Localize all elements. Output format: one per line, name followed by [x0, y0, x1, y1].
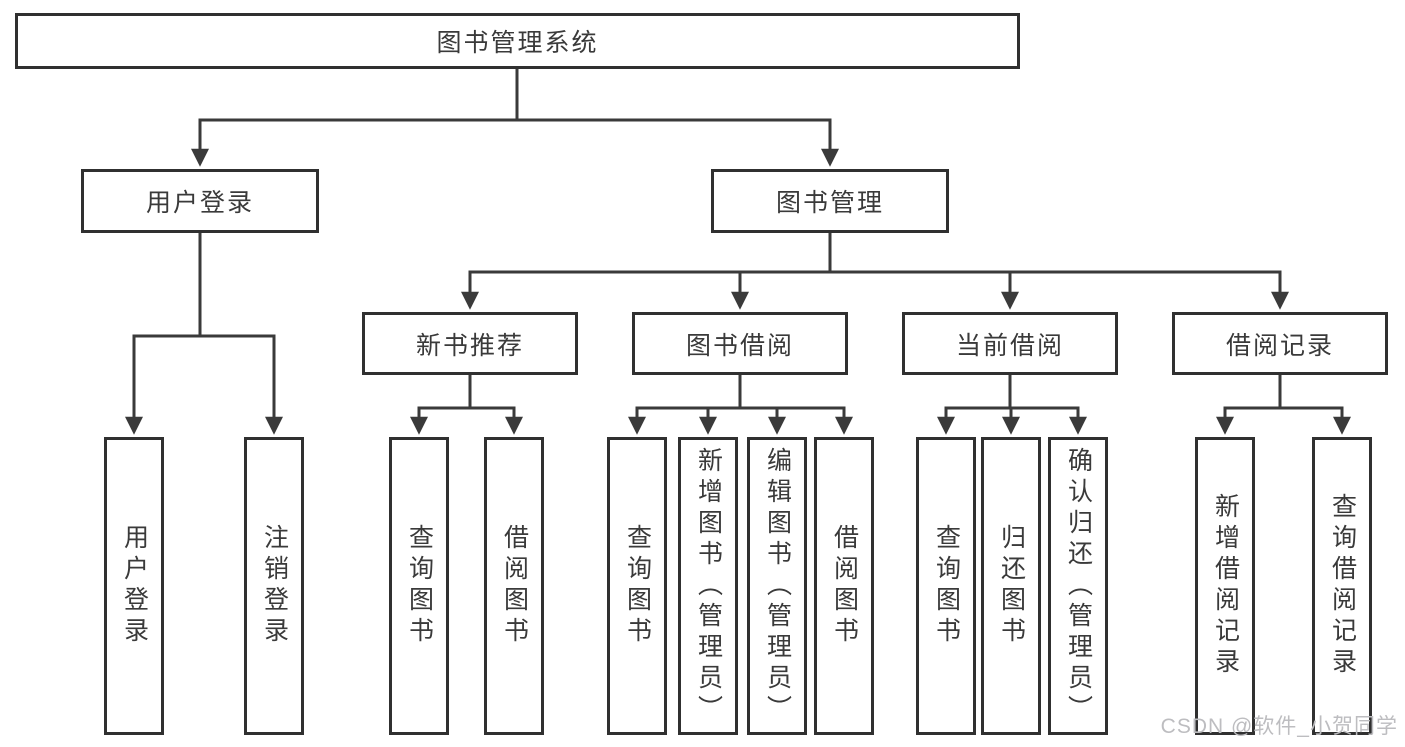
node-new-book-recommendation-label: 新书推荐: [415, 331, 524, 360]
node-book-management-system-label: 图书管理系统: [436, 29, 599, 57]
leaf-borrow-books-label: 借阅图书: [830, 524, 859, 648]
node-book-borrowing: 图书借阅: [632, 312, 848, 375]
node-user-login-label: 用户登录: [145, 189, 254, 217]
node-user-login: 用户登录: [81, 169, 319, 233]
leaf-query-books-recommend-label: 查询图书: [405, 524, 434, 648]
leaf-query-books-borrowing-label: 查询图书: [623, 524, 652, 648]
node-new-book-recommendation: 新书推荐: [362, 312, 578, 375]
csdn-watermark: CSDN @软件_小贺同学: [1160, 715, 1398, 738]
node-book-management-system: 图书管理系统: [15, 13, 1020, 69]
leaf-return-books: 归还图书: [981, 437, 1041, 735]
leaf-borrow-books: 借阅图书: [814, 437, 874, 735]
node-book-management: 图书管理: [711, 169, 949, 233]
node-current-borrowing-label: 当前借阅: [955, 331, 1064, 360]
leaf-confirm-return-admin: 确认归还（管理员）: [1048, 437, 1108, 735]
leaf-add-books-admin: 新增图书（管理员）: [678, 437, 738, 735]
node-book-borrowing-label: 图书借阅: [685, 331, 794, 360]
leaf-add-borrow-record: 新增借阅记录: [1195, 437, 1255, 735]
node-borrowing-records-label: 借阅记录: [1225, 331, 1334, 360]
leaf-borrow-books-recommend: 借阅图书: [484, 437, 544, 735]
leaf-confirm-return-admin-label: 确认归还（管理员）: [1064, 446, 1093, 726]
leaf-logout-label: 注销登录: [260, 524, 289, 648]
node-book-management-label: 图书管理: [775, 189, 884, 217]
leaf-edit-books-admin-label: 编辑图书（管理员）: [763, 446, 792, 726]
node-borrowing-records: 借阅记录: [1172, 312, 1388, 375]
leaf-query-books-recommend: 查询图书: [389, 437, 449, 735]
leaf-query-borrow-record: 查询借阅记录: [1312, 437, 1372, 735]
leaf-borrow-books-recommend-label: 借阅图书: [500, 524, 529, 648]
leaf-user-login-label: 用户登录: [120, 524, 149, 648]
leaf-query-books-current: 查询图书: [916, 437, 976, 735]
leaf-user-login: 用户登录: [104, 437, 164, 735]
leaf-add-books-admin-label: 新增图书（管理员）: [694, 446, 723, 726]
leaf-add-borrow-record-label: 新增借阅记录: [1211, 493, 1240, 679]
leaf-query-books-current-label: 查询图书: [932, 524, 961, 648]
node-current-borrowing: 当前借阅: [902, 312, 1118, 375]
leaf-logout: 注销登录: [244, 437, 304, 735]
leaf-query-books-borrowing: 查询图书: [607, 437, 667, 735]
leaf-query-borrow-record-label: 查询借阅记录: [1328, 493, 1357, 679]
leaf-edit-books-admin: 编辑图书（管理员）: [747, 437, 807, 735]
leaf-return-books-label: 归还图书: [997, 524, 1026, 648]
